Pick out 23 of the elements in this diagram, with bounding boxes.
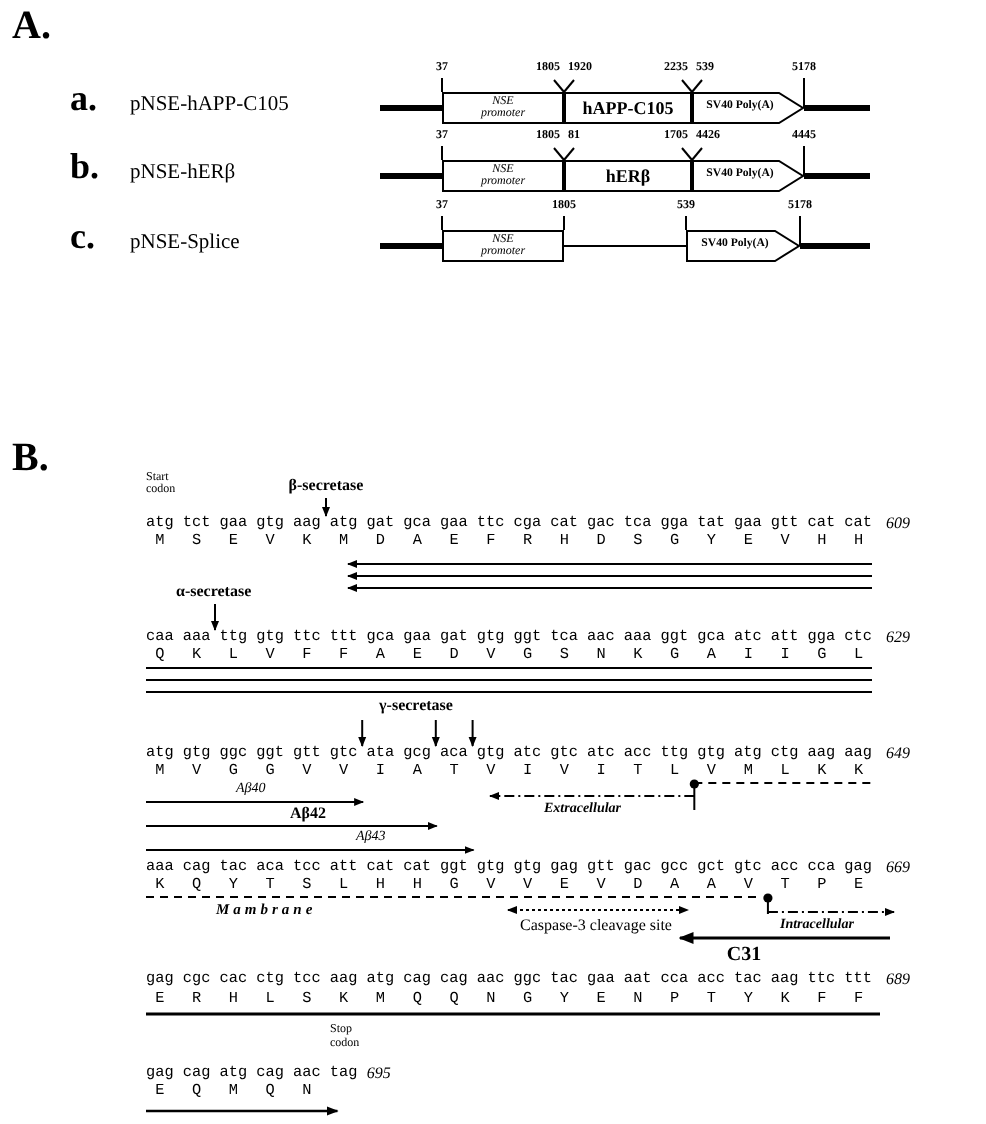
construct-name: pNSE-Splice	[130, 232, 240, 256]
peptide-label: C31	[726, 944, 762, 966]
cleavage-site-label: γ-secretase	[379, 698, 453, 716]
residue-number: 629	[886, 630, 910, 648]
cleavage-site-label: Caspase-3 cleavage site	[520, 918, 672, 936]
gene-box: hAPP-C105	[564, 92, 692, 124]
cleavage-site-label: α-secretase	[176, 584, 252, 602]
panel-letter: B.	[12, 436, 49, 480]
residue-number: 649	[886, 746, 910, 764]
residue-number: 669	[886, 860, 910, 878]
construct-letter: a.	[70, 80, 97, 120]
residue-number: 609	[886, 516, 910, 534]
gene-box: hERβ	[564, 160, 692, 192]
residue-number: 695	[366, 1066, 391, 1084]
construct-letter: b.	[70, 148, 100, 188]
construct-name: pNSE-hERβ	[130, 162, 236, 186]
connector-line	[563, 245, 687, 247]
peptide-label: Aβ42	[290, 806, 326, 824]
cleavage-site-label: β-secretase	[288, 478, 364, 496]
residue-number: 689	[886, 972, 910, 990]
panel-letter: A.	[12, 4, 51, 48]
construct-letter: c.	[70, 218, 95, 258]
construct-name: pNSE-hAPP-C105	[130, 94, 289, 118]
